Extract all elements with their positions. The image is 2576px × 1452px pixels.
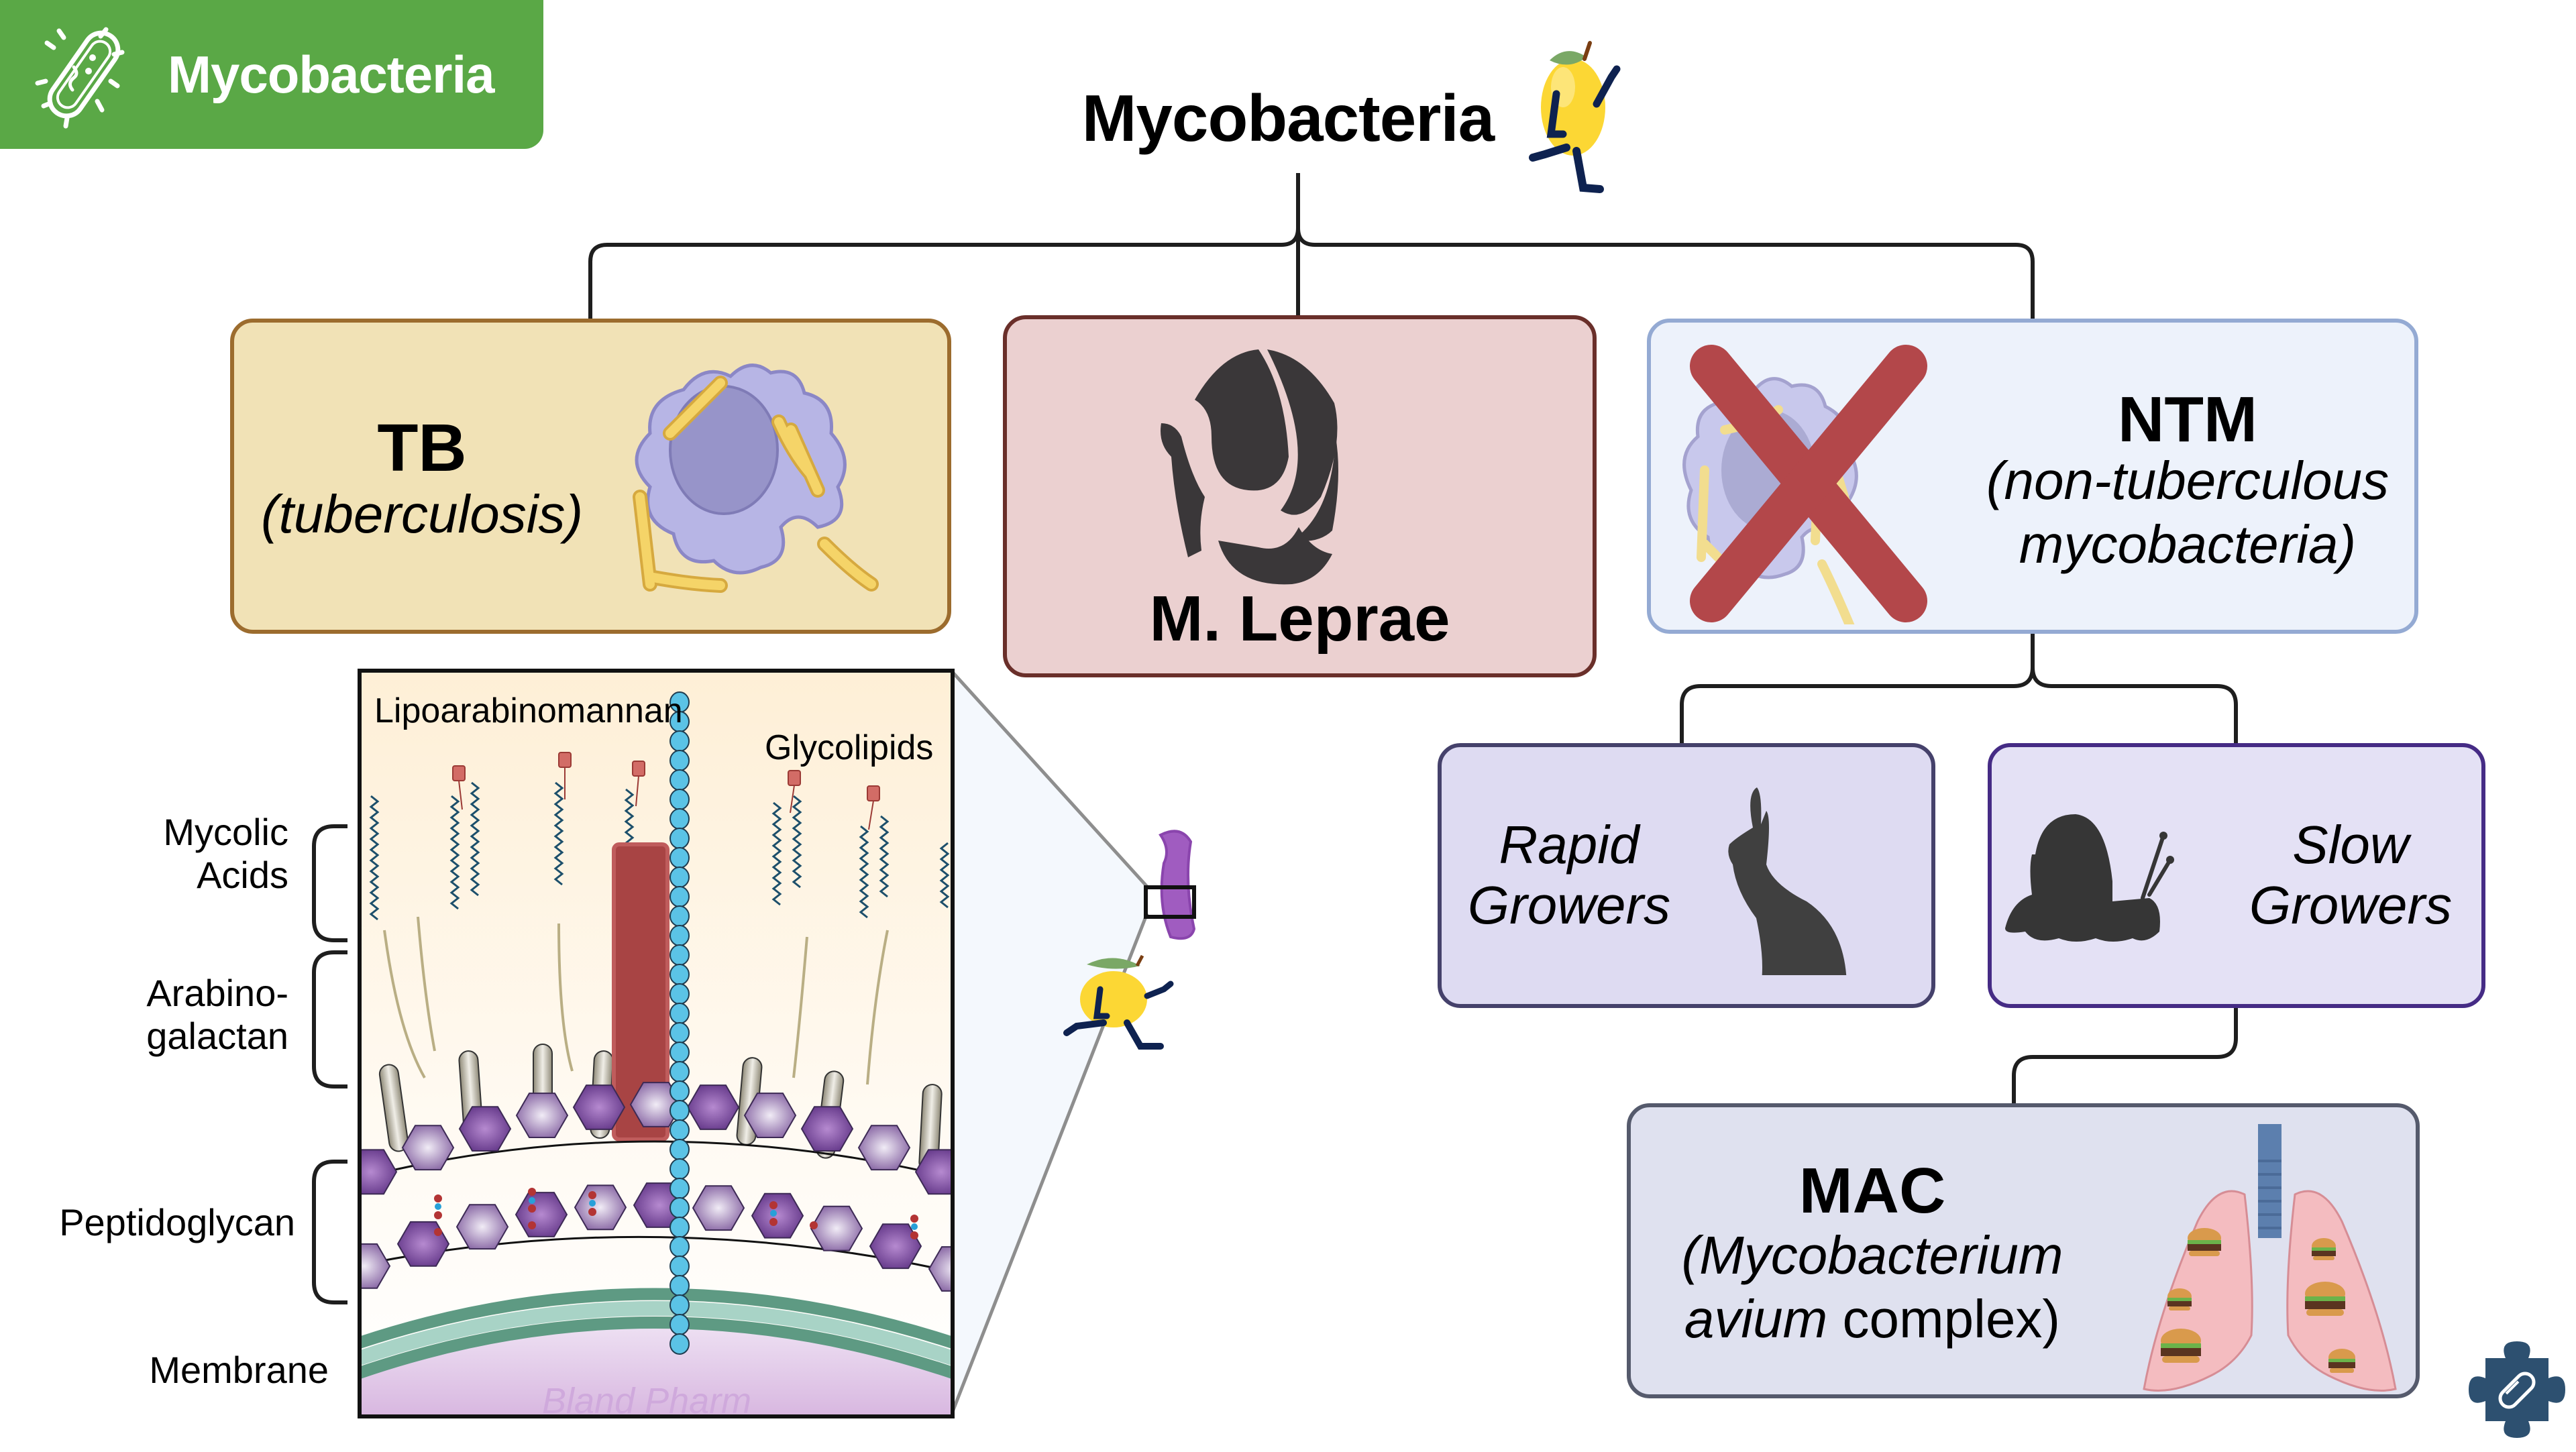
label-peptidoglycan: Peptidoglycan [59,1201,295,1243]
peptidoglycan-sugar [455,1204,509,1250]
peptidoglycan-sugar [358,1149,398,1195]
rod-bacterium-icon [1159,830,1196,940]
label-mycolic-line2: Acids [197,854,288,896]
mac-subtitle-line2: avium complex) [1644,1288,2100,1350]
mac-subtitle-line1: (Mycobacterium [1681,1225,2063,1285]
crossed-out-macrophage-icon [1682,345,1927,624]
watermark: Bland Pharm [542,1381,752,1421]
rapid-line1: Rapid [1499,815,1640,875]
mac-avium: avium [1684,1289,1828,1349]
node-mac: MAC (Mycobacterium avium complex) [1627,1103,2420,1398]
peptidoglycan-sugar [515,1093,569,1138]
slow-line1: Slow [2292,815,2409,875]
peptidoglycan-sugar [692,1185,745,1231]
ntm-subtitle-line2: mycobacteria) [2019,514,2357,574]
zoom-region-box [1144,885,1196,919]
bracket-mycolic [312,824,347,942]
node-ntm: NTM (non-tuberculous mycobacteria) [1647,319,2418,634]
tb-title: TB [377,410,467,486]
armadillo-silhouette-icon [1161,349,1338,585]
macrophage-icon [633,364,879,593]
connector-root-to-ntm [1296,227,2035,319]
leprae-title: M. Leprae [1149,583,1450,655]
connector-ntm-to-slow [2031,667,2238,743]
bacterium-icon [35,27,125,129]
peptidoglycan-sugar [629,1082,683,1127]
rapid-line2: Growers [1467,875,1671,935]
peptidoglycan-sugar [928,1246,955,1292]
label-arabino-line2: galactan [146,1015,288,1057]
lipoarabinomannan-chain [669,691,690,1355]
lam-bead [669,1333,690,1355]
connector-slow-to-mac [2012,1008,2238,1103]
tb-subtitle: (tuberculosis) [261,484,584,544]
peptidoglycan-sugar [857,1125,911,1171]
peptidoglycan-sugar [743,1093,797,1138]
peptidoglycan-sugar [458,1106,512,1152]
label-mycolic-line1: Mycolic [163,811,288,853]
peptidoglycan-sugar [810,1205,863,1251]
peptidoglycan-sugar [800,1106,854,1152]
mac-complex: complex) [1827,1289,2061,1349]
running-lemon-mascot-icon [1529,41,1621,193]
puzzle-pill-icon [2469,1341,2565,1438]
rabbit-silhouette-icon [1728,787,1847,975]
peptidoglycan-sugar [572,1084,626,1130]
running-lemon-mascot-bottom-icon [1063,954,1174,1050]
slow-line2: Growers [2249,875,2453,935]
node-slow-growers: Slow Growers [1988,743,2485,1008]
bracket-peptidoglycan [312,1160,347,1304]
lungs-with-burgers-icon [2143,1124,2397,1392]
peptidoglycan-sugar [574,1184,627,1231]
bracket-arabinogalactan [312,950,347,1088]
node-rapid-growers: Rapid Growers [1438,743,1935,1008]
label-lipoarabinomannan: Lipoarabinomannan [374,691,683,730]
peptidoglycan-sugar [358,1243,391,1289]
ntm-title: NTM [2118,384,2257,455]
label-arabino-line1: Arabino- [146,972,288,1014]
peptidoglycan-sugar [751,1192,804,1239]
label-membrane: Membrane [149,1349,329,1391]
header-tab-title: Mycobacteria [168,44,495,104]
node-tb: TB (tuberculosis) [230,319,951,634]
header-tab: Mycobacteria [0,0,543,149]
snail-silhouette-icon [2005,814,2174,942]
connector-root-to-tb [588,227,1300,319]
ntm-subtitle-line1: (non-tuberculous [1986,451,2390,510]
peptidoglycan-sugar [869,1223,922,1270]
mac-title: MAC [1799,1155,1946,1227]
cell-wall-inset [358,669,955,1418]
burger-group [2161,1228,2355,1373]
diagram-title: Mycobacteria [1081,81,1495,155]
label-glycolipids: Glycolipids [765,728,934,767]
peptidoglycan-sugar [401,1125,455,1171]
node-leprae: M. Leprae [1003,315,1597,677]
